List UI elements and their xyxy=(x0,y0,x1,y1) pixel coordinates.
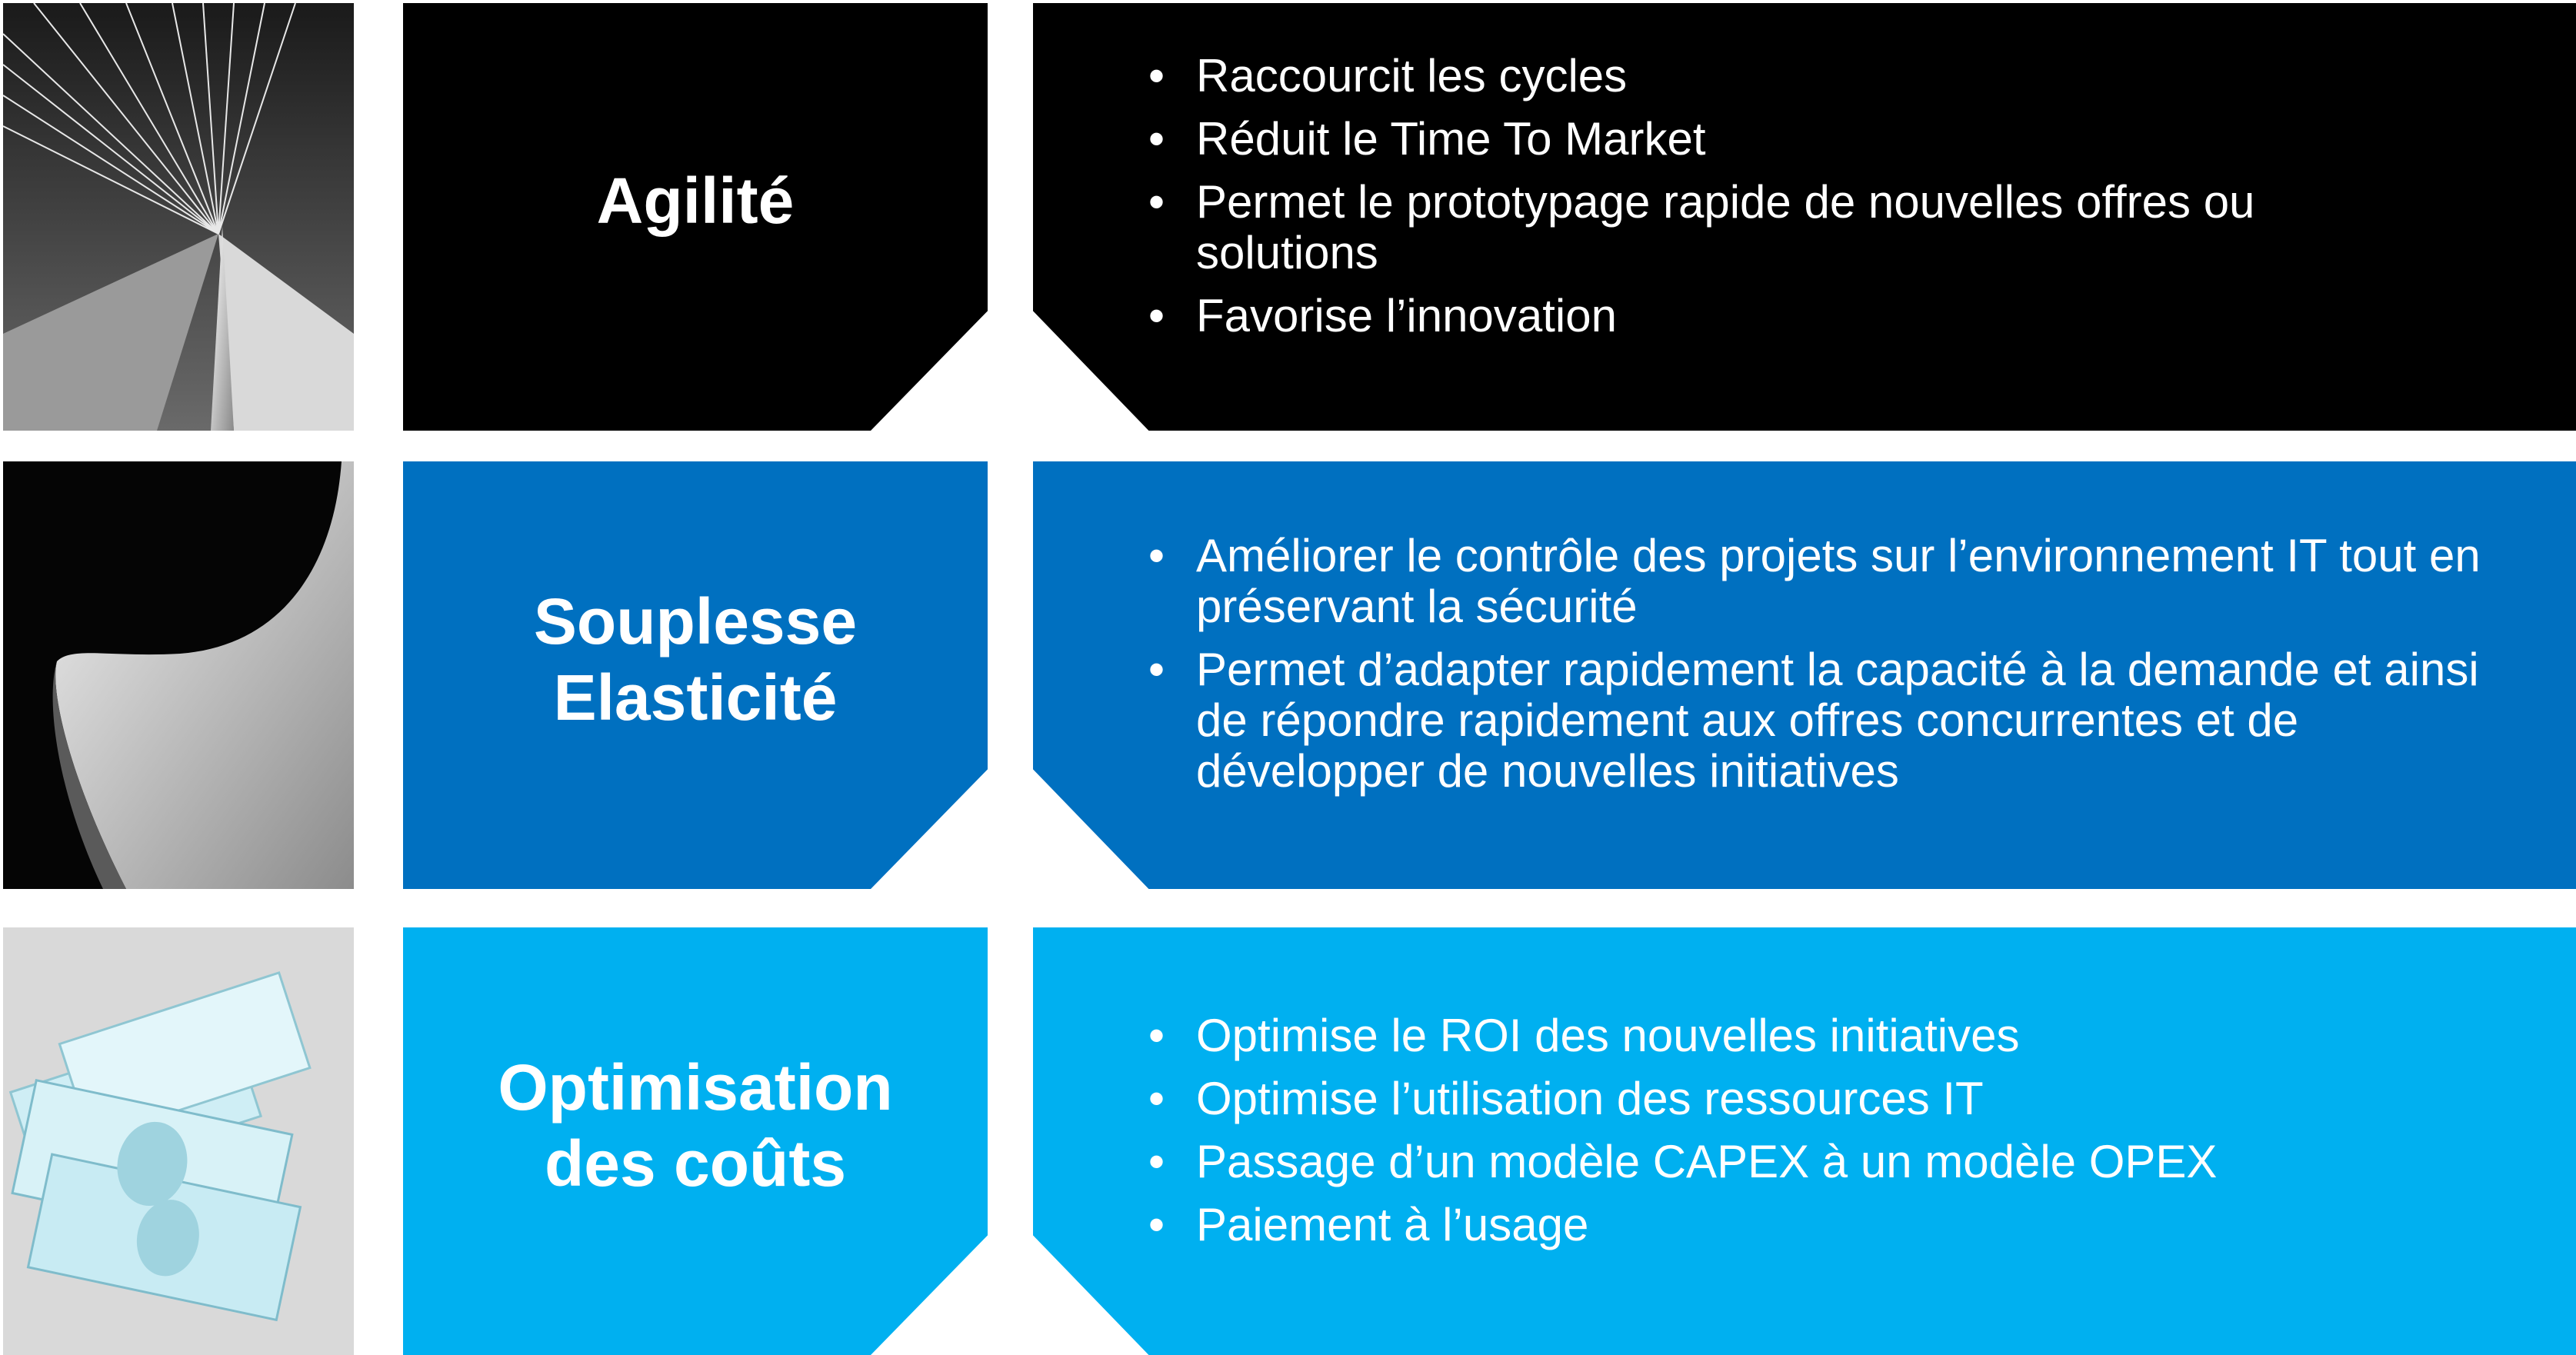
bullet-item: Raccourcit les cycles xyxy=(1148,51,2530,102)
bullet-item: Optimise l’utilisation des ressources IT xyxy=(1148,1074,2530,1125)
row-agility: Agilité Raccourcit les cycles Réduit le … xyxy=(0,3,2576,431)
row-cost-optimization: Optimisation des coûts Optimise le ROI d… xyxy=(0,927,2576,1355)
flexibility-label-box: Souplesse Elasticité xyxy=(403,461,988,889)
bullet-item: Permet d’adapter rapidement la capacité … xyxy=(1148,644,2504,797)
bullet-item: Permet le prototypage rapide de nouvelle… xyxy=(1148,177,2273,278)
flexibility-detail-box: Améliorer le contrôle des projets sur l’… xyxy=(1033,461,2576,889)
curved-architecture-photo xyxy=(3,461,354,889)
flexibility-title-line-2: Elasticité xyxy=(553,661,838,734)
flexibility-title: Souplesse Elasticité xyxy=(534,584,857,736)
bullet-item: Passage d’un modèle CAPEX à un modèle OP… xyxy=(1148,1137,2530,1188)
cost-label-box: Optimisation des coûts xyxy=(403,927,988,1355)
agility-bullet-list: Raccourcit les cycles Réduit le Time To … xyxy=(1148,51,2530,354)
cost-bullet-list: Optimise le ROI des nouvelles initiative… xyxy=(1148,1010,2530,1263)
flexibility-title-line-1: Souplesse xyxy=(533,584,858,658)
bullet-item: Améliorer le contrôle des projets sur l’… xyxy=(1148,531,2504,632)
agility-title: Agilité xyxy=(597,163,795,239)
bullet-item: Réduit le Time To Market xyxy=(1148,114,2530,165)
cost-title: Optimisation des coûts xyxy=(498,1050,892,1202)
cost-detail-box: Optimise le ROI des nouvelles initiative… xyxy=(1033,927,2576,1355)
bullet-item: Optimise le ROI des nouvelles initiative… xyxy=(1148,1010,2530,1062)
bullet-item: Paiement à l’usage xyxy=(1148,1200,2530,1251)
bullet-item: Favorise l’innovation xyxy=(1148,291,2530,342)
bridge-cables-photo xyxy=(3,3,354,431)
agility-detail-box: Raccourcit les cycles Réduit le Time To … xyxy=(1033,3,2576,431)
dollar-bills-photo xyxy=(3,927,354,1355)
agility-title-line: Agilité xyxy=(596,165,795,238)
flexibility-bullet-list: Améliorer le contrôle des projets sur l’… xyxy=(1148,531,2530,809)
row-flexibility: Souplesse Elasticité Améliorer le contrô… xyxy=(0,461,2576,889)
cost-title-line-1: Optimisation xyxy=(498,1050,893,1124)
agility-label-box: Agilité xyxy=(403,3,988,431)
cost-title-line-2: des coûts xyxy=(544,1127,847,1200)
